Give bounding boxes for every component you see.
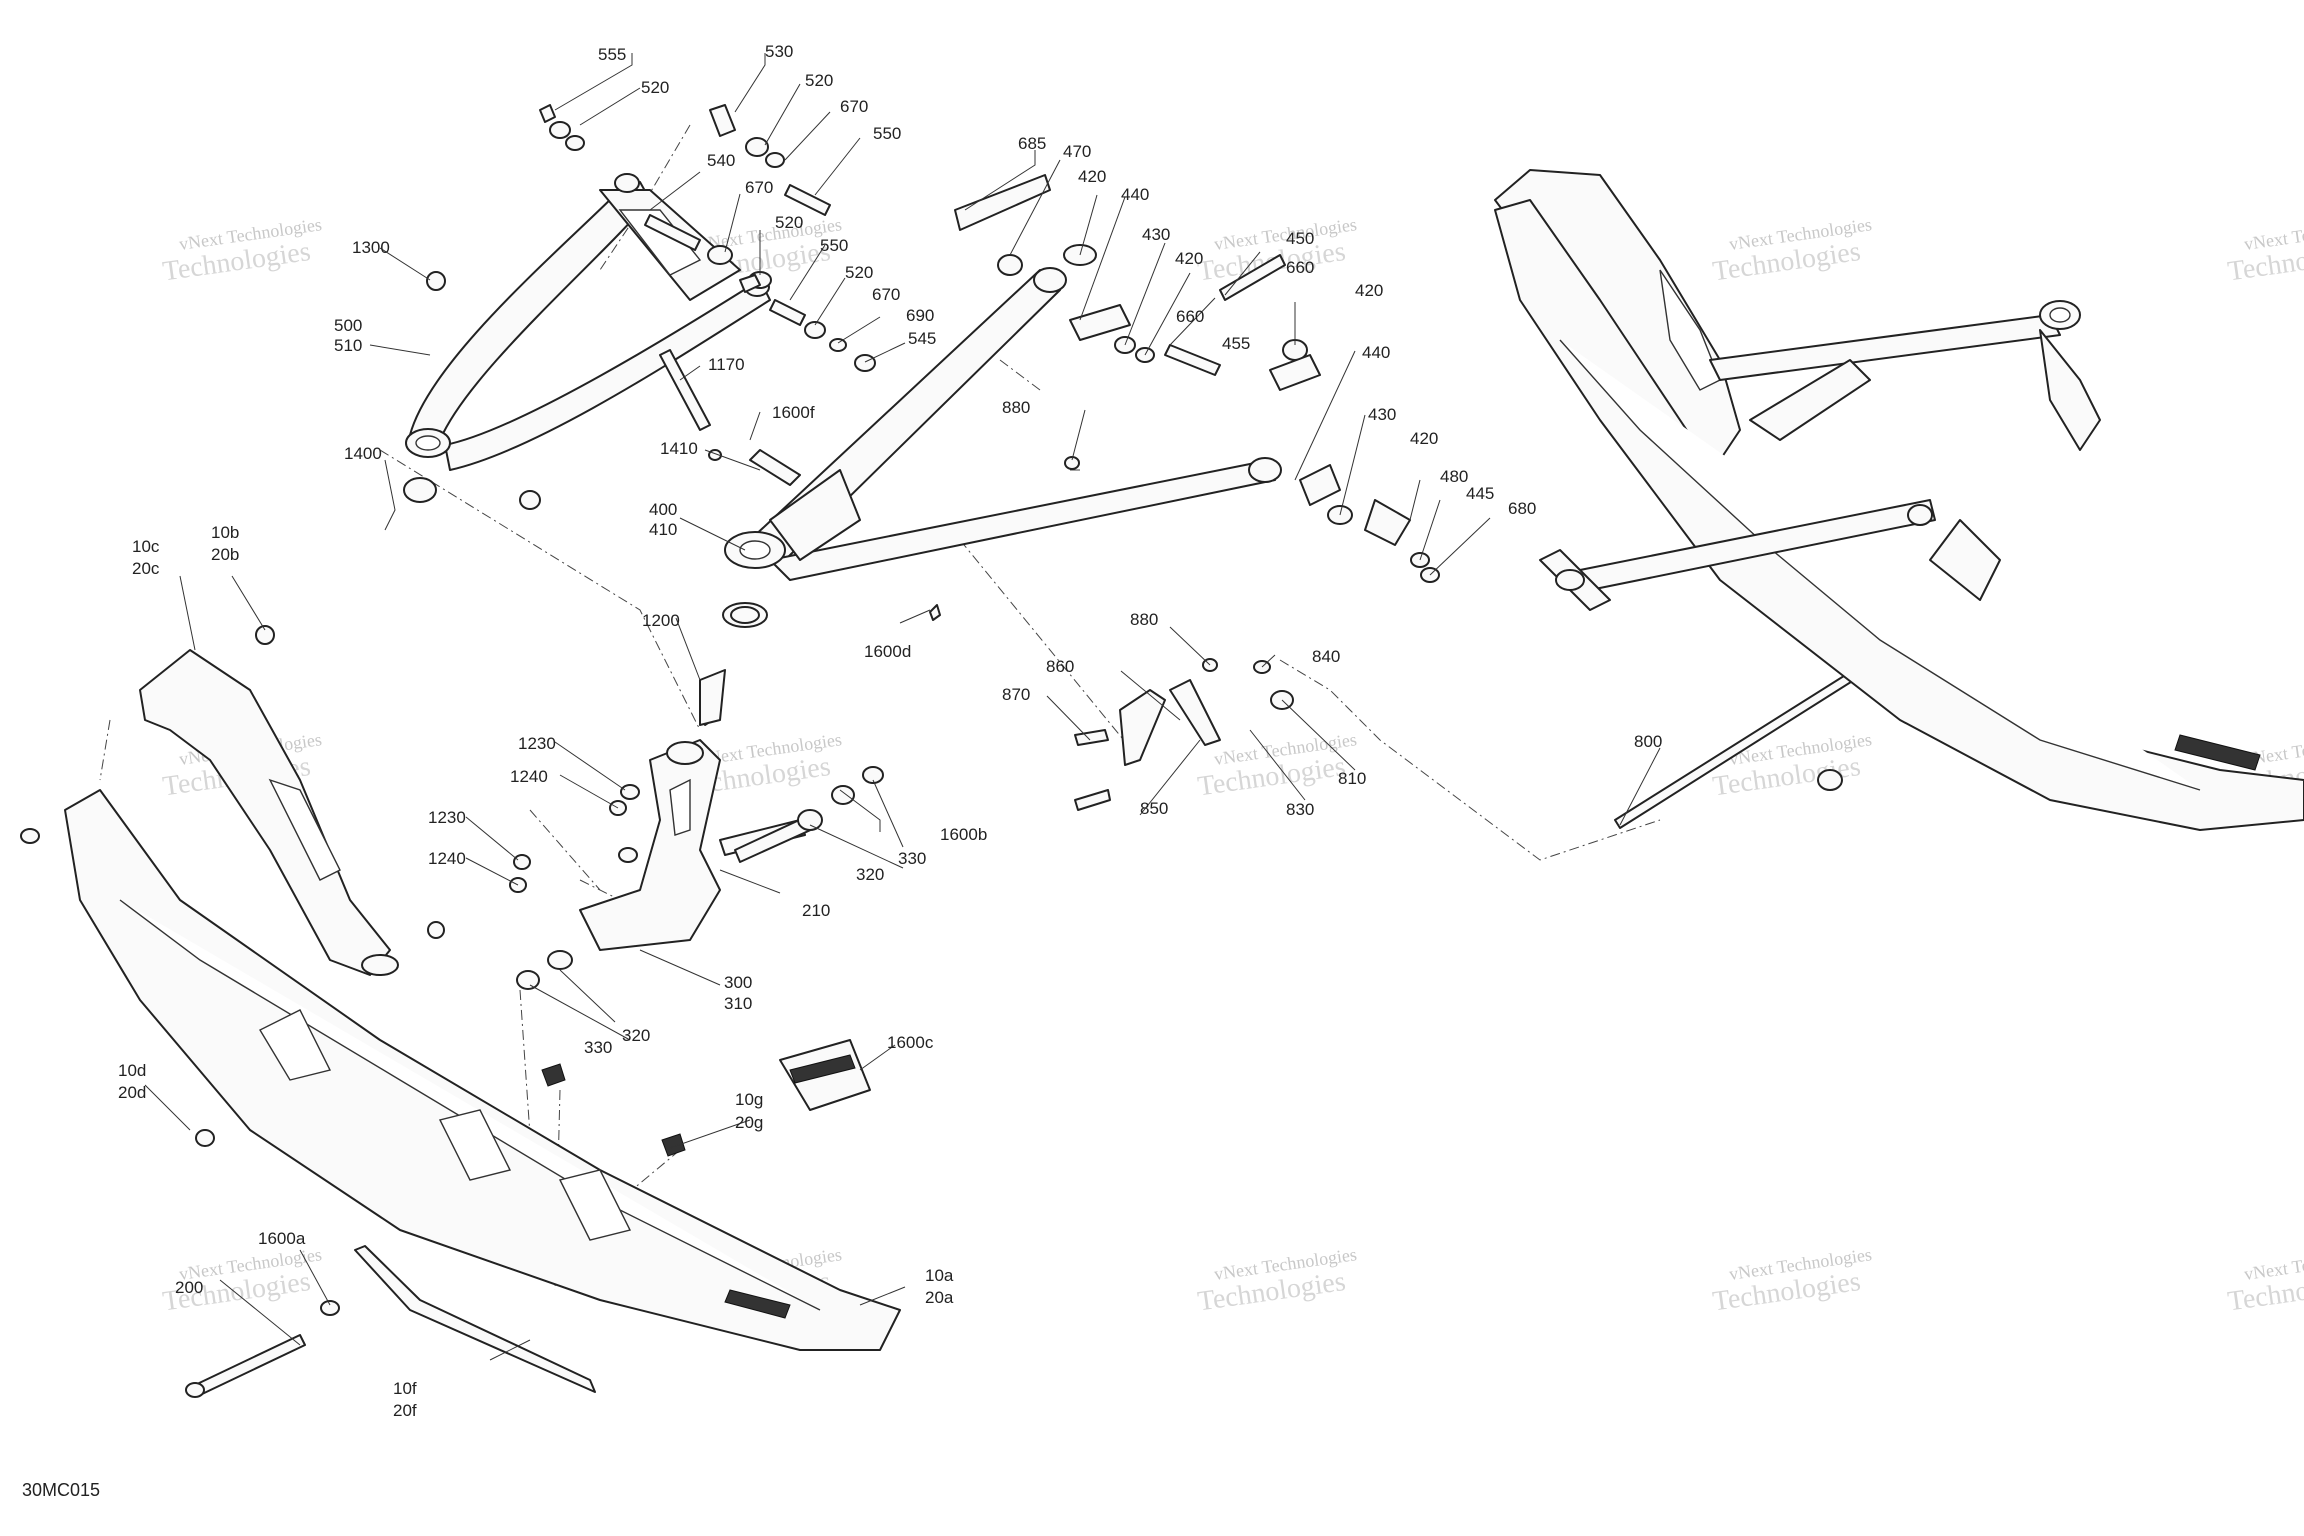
callout: 880: [1002, 398, 1030, 417]
callout: 320: [622, 1026, 650, 1045]
callout: 840: [1312, 647, 1340, 666]
callout: 1240: [428, 849, 466, 868]
callout: 20c: [132, 559, 160, 578]
callout: 1230: [428, 808, 466, 827]
callout: 420: [1355, 281, 1383, 300]
callout: 1300: [352, 238, 390, 257]
callout: 20a: [925, 1288, 954, 1307]
callout: 430: [1368, 405, 1396, 424]
callout: 420: [1410, 429, 1438, 448]
callout: 410: [649, 520, 677, 539]
ski: [64, 789, 901, 1351]
callout: 440: [1121, 185, 1149, 204]
steering-arm: [139, 649, 399, 976]
callout: 520: [845, 263, 873, 282]
callout: 300: [724, 973, 752, 992]
assembled-view: [1494, 169, 2304, 831]
callout: 20g: [735, 1113, 763, 1132]
callout: 10a: [925, 1266, 954, 1285]
hardware: [20, 104, 1843, 1316]
callout: 1400: [344, 444, 382, 463]
callout: 10f: [393, 1379, 417, 1398]
callout: 10d: [118, 1061, 146, 1080]
callout-labels: 555 530 520 520 670 550 540 670 520 550 …: [118, 42, 1662, 1420]
callout: 850: [1140, 799, 1168, 818]
callout: 670: [872, 285, 900, 304]
callout: 10b: [211, 523, 239, 542]
callout: 1600f: [772, 403, 815, 422]
callout: 1170: [708, 355, 745, 374]
callout: 320: [856, 865, 884, 884]
callout: 660: [1176, 307, 1204, 326]
callout: 690: [906, 306, 934, 325]
callout: 455: [1222, 334, 1250, 353]
callout: 200: [175, 1278, 203, 1297]
callout: 1240: [510, 767, 548, 786]
callout: 450: [1286, 229, 1314, 248]
callout: 545: [908, 329, 936, 348]
callout: 420: [1175, 249, 1203, 268]
callout: 510: [334, 336, 362, 355]
callout: 20d: [118, 1083, 146, 1102]
callout: 420: [1078, 167, 1106, 186]
callout: 860: [1046, 657, 1074, 676]
callout: 10g: [735, 1090, 763, 1109]
runner: [354, 1245, 596, 1393]
callout: 445: [1466, 484, 1494, 503]
lower-a-arm: [722, 267, 1282, 628]
callout: 810: [1338, 769, 1366, 788]
callout: 520: [805, 71, 833, 90]
callout: 1600c: [887, 1033, 934, 1052]
leader-lines: [144, 53, 1661, 1361]
callout: 800: [1634, 732, 1662, 751]
callout: 670: [840, 97, 868, 116]
callout: 310: [724, 994, 752, 1013]
callout: 530: [765, 42, 793, 61]
callout: 400: [649, 500, 677, 519]
callout: 1200: [642, 611, 680, 630]
callout: 670: [745, 178, 773, 197]
callout: 520: [641, 78, 669, 97]
callout: 500: [334, 316, 362, 335]
callout: 430: [1142, 225, 1170, 244]
callout: 330: [898, 849, 926, 868]
callout: 1410: [660, 439, 698, 458]
callout: 550: [820, 236, 848, 255]
callout: 550: [873, 124, 901, 143]
drawing-reference: 30MC015: [22, 1480, 101, 1500]
callout: 540: [707, 151, 735, 170]
callout: 440: [1362, 343, 1390, 362]
callout: 1230: [518, 734, 556, 753]
ski-bolt: [185, 1334, 306, 1398]
callout: 470: [1063, 142, 1091, 161]
callout: 10c: [132, 537, 160, 556]
callout: 20b: [211, 545, 239, 564]
callout: 210: [802, 901, 830, 920]
callout: 1600a: [258, 1229, 306, 1248]
callout: 830: [1286, 800, 1314, 819]
stabilizer-link: [1119, 679, 1221, 766]
callout: 555: [598, 45, 626, 64]
callout: 660: [1286, 258, 1314, 277]
callout: 1600b: [940, 825, 987, 844]
callout: 870: [1002, 685, 1030, 704]
callout: 880: [1130, 610, 1158, 629]
callout: 520: [775, 213, 803, 232]
upper-a-arm: [405, 173, 771, 471]
callout: 685: [1018, 134, 1046, 153]
callout: 20f: [393, 1401, 417, 1420]
callout: 480: [1440, 467, 1468, 486]
callout: 1600d: [864, 642, 911, 661]
callout: 680: [1508, 499, 1536, 518]
callout: 330: [584, 1038, 612, 1057]
